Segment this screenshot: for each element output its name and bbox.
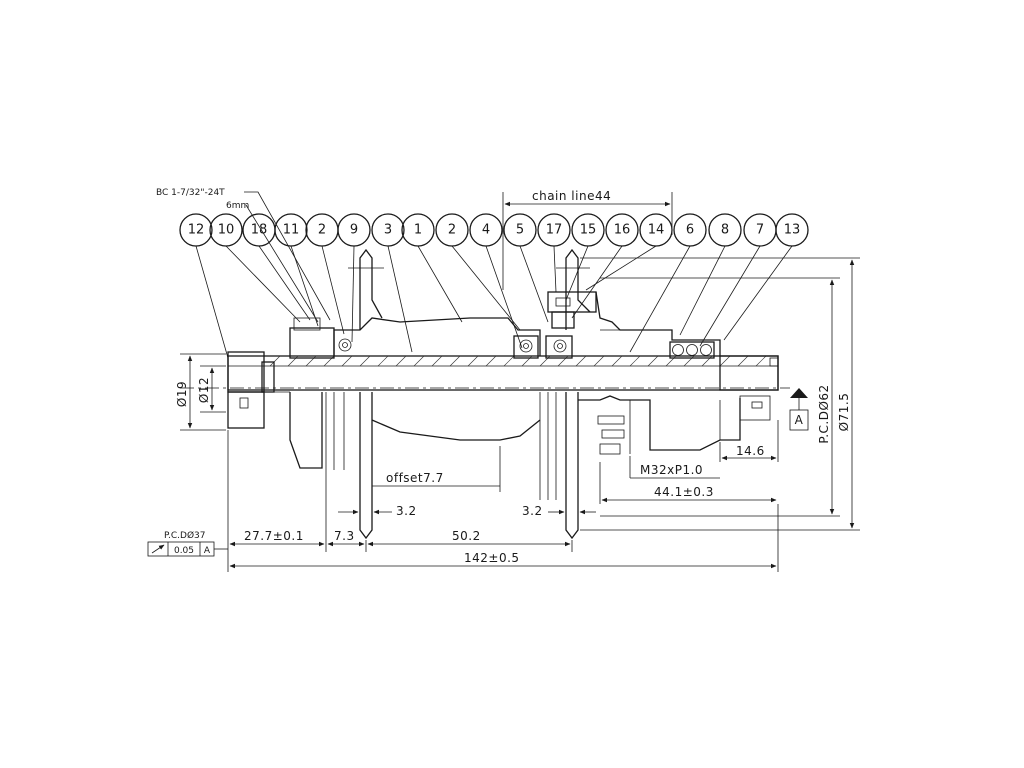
leader-lines (195, 245, 793, 359)
offset-label: offset7.7 (386, 471, 444, 485)
hatch-line (719, 355, 731, 367)
hatch-line (593, 355, 605, 367)
balloon-5: 5 (503, 213, 537, 247)
dim-phi12: Ø12 (197, 377, 211, 403)
balloon-number: 1 (414, 223, 422, 238)
hatch-line (755, 355, 767, 367)
balloon-13: 13 (775, 213, 809, 247)
balloon-number: 2 (318, 223, 326, 238)
balloon-8: 8 (708, 213, 742, 247)
chain-line-label: chain line44 (532, 189, 611, 203)
dim-44-1: 44.1±0.3 (654, 485, 714, 499)
balloon-number: 18 (251, 223, 268, 238)
hatch-line (503, 355, 515, 367)
dim-50-2: 50.2 (452, 529, 481, 543)
balloon-15: 15 (571, 213, 605, 247)
runout-icon (151, 544, 165, 554)
balloon-number: 11 (283, 223, 300, 238)
hatch-line (647, 355, 659, 367)
hatch-line (485, 355, 497, 367)
balloon-18: 18 (242, 213, 276, 247)
balloon-number: 12 (188, 223, 205, 238)
hatch-line (395, 355, 407, 367)
balloon-16: 16 (605, 213, 639, 247)
hatch-line (737, 355, 749, 367)
balloon-number: 13 (784, 223, 801, 238)
balloon-4: 4 (469, 213, 503, 247)
balloon-number: 17 (546, 223, 563, 238)
horizontal-dims: 14.6 M32xP1.0 44.1±0.3 offset7.7 3.2 3.2… (227, 420, 779, 572)
dim-3-2-left: 3.2 (396, 504, 417, 518)
hatch-line (629, 355, 641, 367)
dim-7-3: 7.3 (334, 529, 355, 543)
balloon-number: 8 (721, 223, 729, 238)
hub-section (180, 248, 790, 540)
hatch-line (377, 355, 389, 367)
hatch-line (359, 355, 371, 367)
balloon-17: 17 (537, 213, 571, 247)
balloon-number: 2 (448, 223, 456, 238)
balloon-number: 14 (648, 223, 665, 238)
hatch-line (449, 355, 461, 367)
hatch-line (341, 355, 353, 367)
balloon-number: 16 (614, 223, 631, 238)
balloon-14: 14 (639, 213, 673, 247)
balloon-10: 10 (209, 213, 243, 247)
bc-thread-label: BC 1-7/32"-24T (156, 188, 225, 198)
dim-27-7: 27.7±0.1 (244, 529, 304, 543)
thread-label: M32xP1.0 (640, 463, 703, 477)
chain-line-dimension: chain line44 (502, 189, 673, 290)
dim-phi715: Ø71.5 (837, 393, 851, 432)
balloon-1: 1 (401, 213, 435, 247)
balloon-2: 2 (435, 213, 469, 247)
balloon-number: 15 (580, 223, 597, 238)
datum-a-label: A (795, 413, 804, 427)
balloon-7: 7 (743, 213, 777, 247)
balloon-2: 2 (305, 213, 339, 247)
balloon-number: 5 (516, 223, 524, 238)
balloon-number: 4 (482, 223, 490, 238)
dim-phi19: Ø19 (175, 381, 189, 407)
pcd37-label: P.C.DØ37 (164, 530, 206, 541)
dim-142: 142±0.5 (464, 551, 520, 565)
hatch-line (575, 355, 587, 367)
balloon-number: 9 (350, 223, 358, 238)
balloon-9: 9 (337, 213, 371, 247)
hatch-line (413, 355, 425, 367)
balloon-6: 6 (673, 213, 707, 247)
hatch-line (611, 355, 623, 367)
datum-a-marker: A (789, 388, 809, 431)
balloon-3: 3 (371, 213, 405, 247)
tolerance-datum: A (204, 546, 211, 556)
tolerance-frame: P.C.DØ37 0.05 A (147, 530, 228, 557)
tolerance-value: 0.05 (174, 546, 194, 556)
right-diameter-dims: P.C.DØ62 Ø71.5 (580, 257, 860, 531)
balloon-number: 7 (756, 223, 764, 238)
dim-pcd62: P.C.DØ62 (817, 384, 831, 443)
bc-thread-callout: BC 1-7/32"-24T 6mm (156, 188, 331, 323)
balloon-12: 12 (179, 213, 213, 247)
hatch-line (431, 355, 443, 367)
dim-3-2-right: 3.2 (522, 504, 543, 518)
balloon-number: 6 (686, 223, 694, 238)
balloon-number: 3 (384, 223, 392, 238)
hatch-line (467, 355, 479, 367)
balloon-number: 10 (218, 223, 235, 238)
dim-14-6: 14.6 (736, 444, 765, 458)
six-mm-label: 6mm (226, 201, 249, 211)
left-diameter-dims: Ø19 Ø12 (175, 353, 226, 431)
hatch-line (269, 355, 281, 367)
